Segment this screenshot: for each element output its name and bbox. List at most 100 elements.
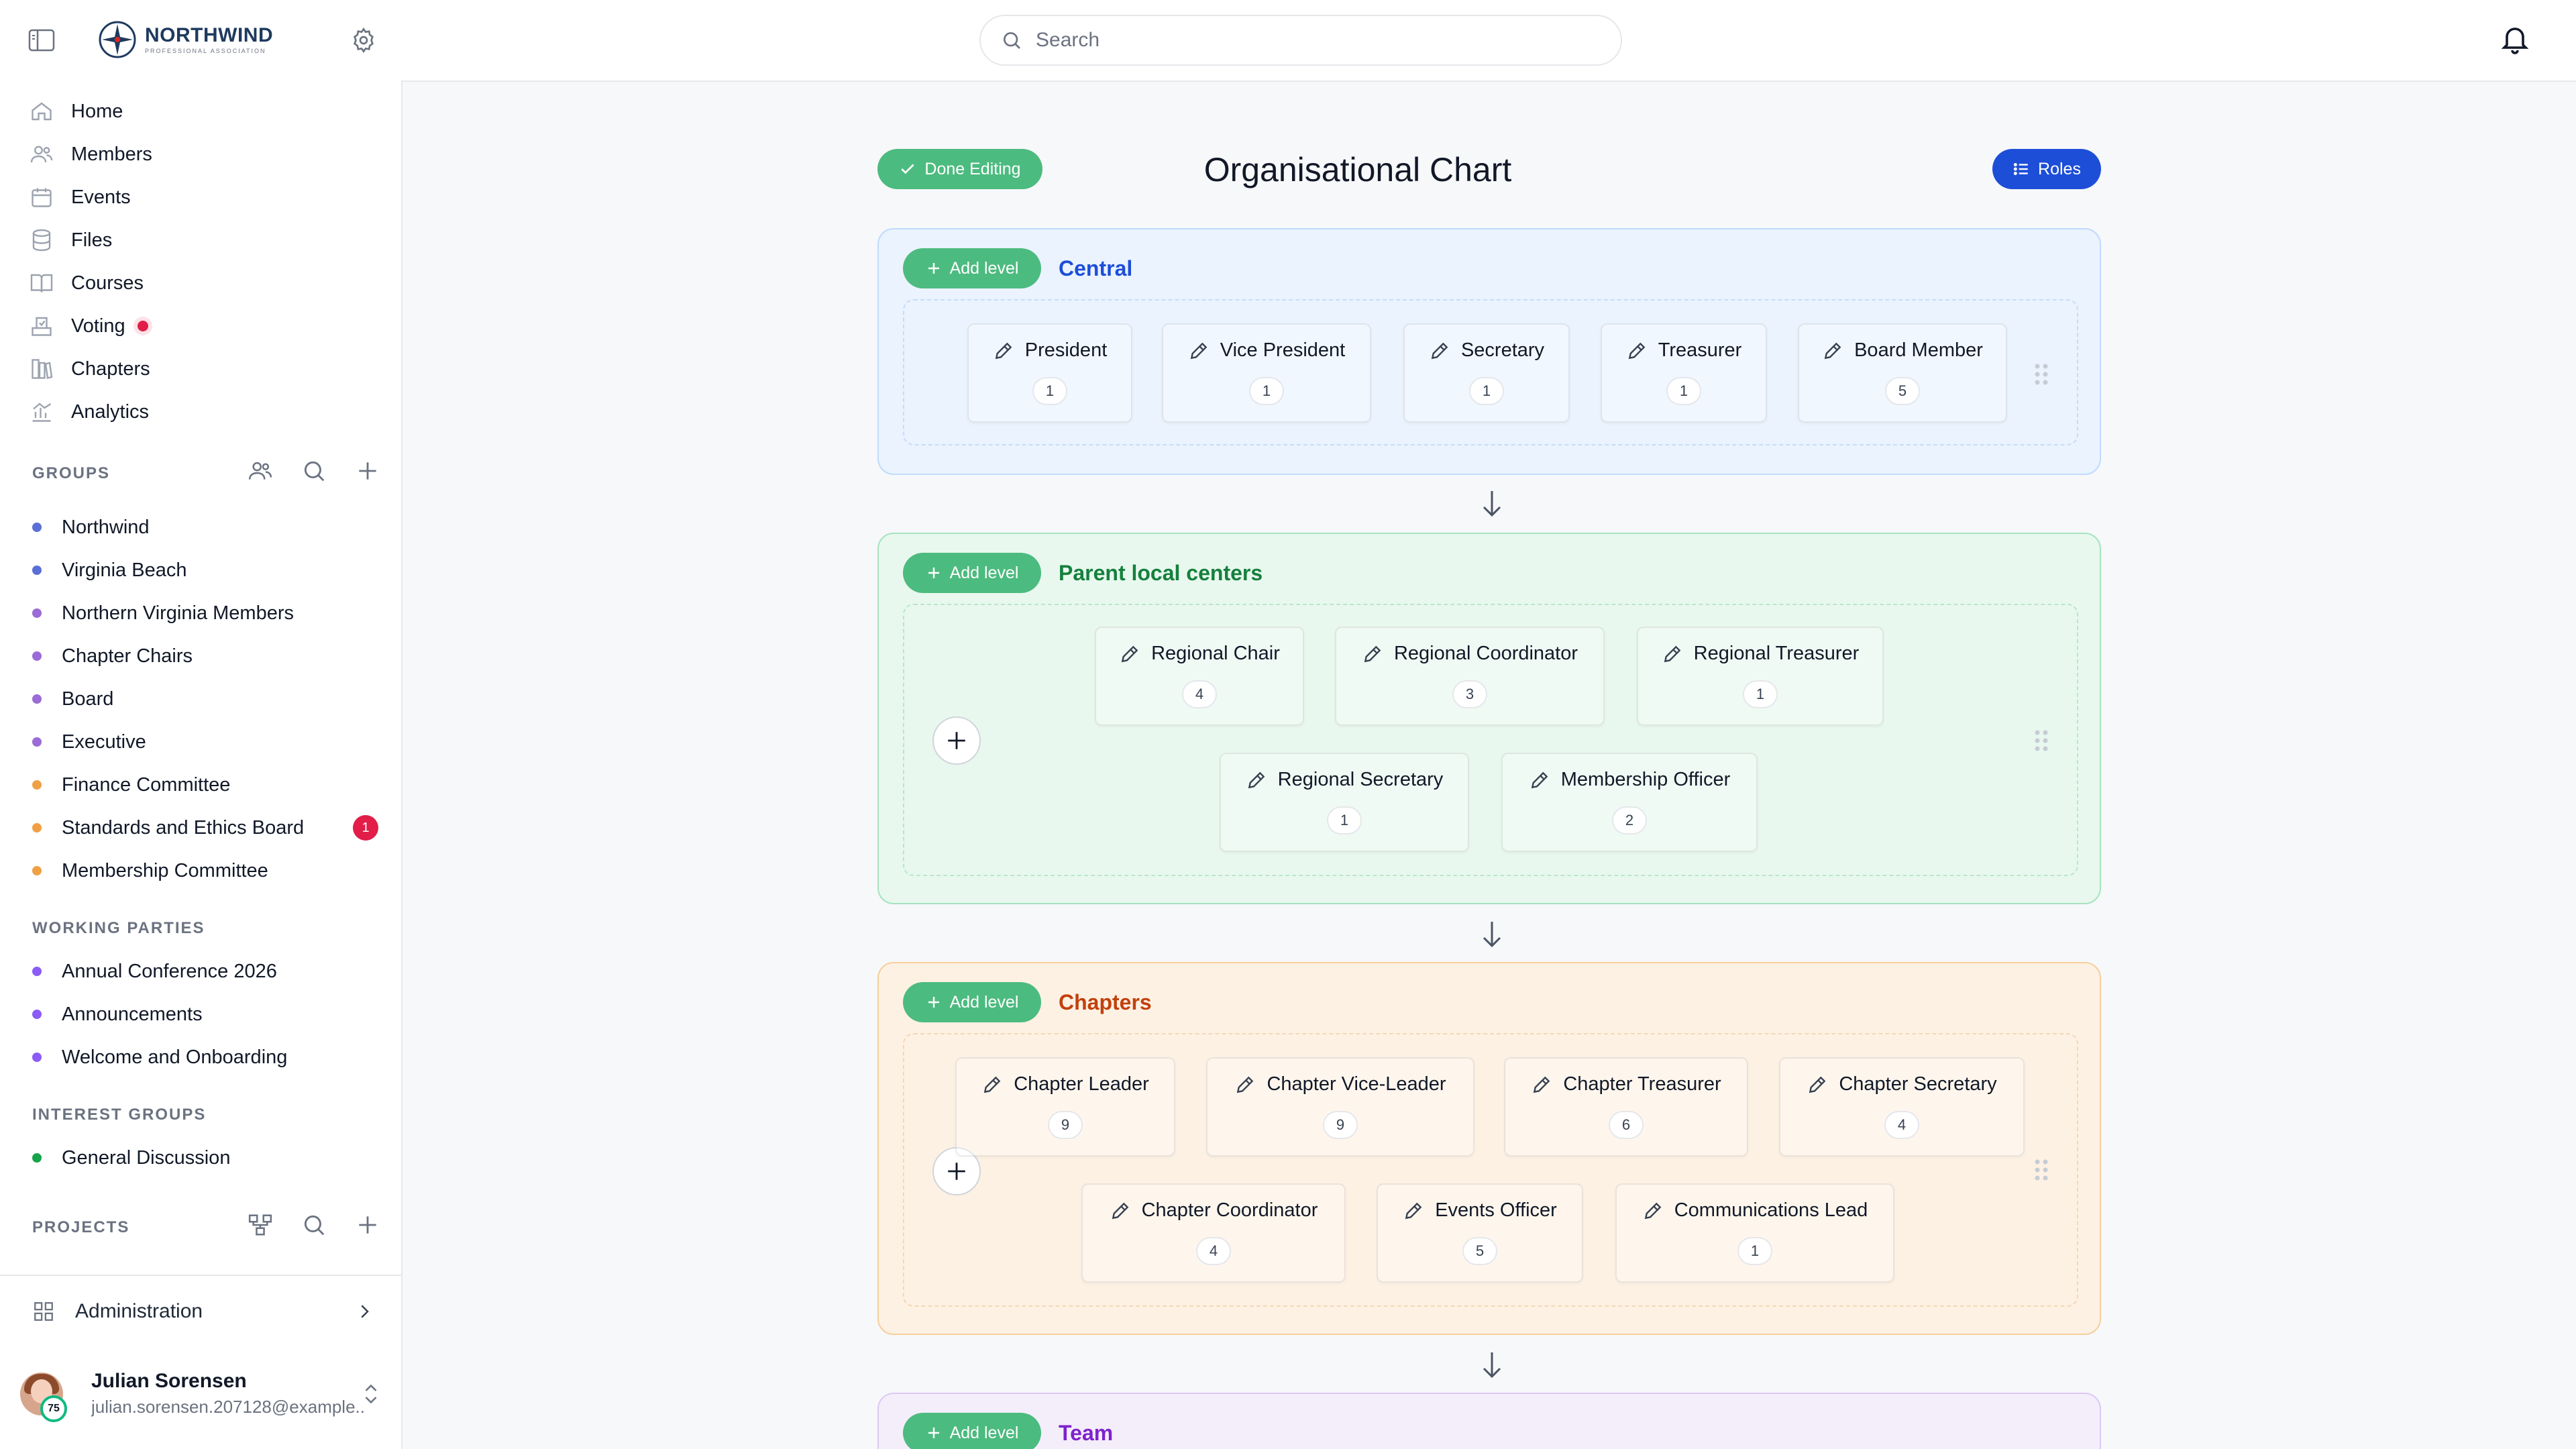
nav-item-members[interactable]: Members bbox=[30, 133, 152, 176]
nav-item-courses[interactable]: Courses bbox=[30, 262, 152, 305]
sidebar: Home Members Events Files Courses Voting… bbox=[0, 80, 402, 1449]
pencil-icon[interactable] bbox=[1626, 340, 1648, 362]
pencil-icon[interactable] bbox=[1119, 643, 1140, 665]
working-party-item[interactable]: Welcome and Onboarding bbox=[32, 1036, 378, 1079]
interest-group-item[interactable]: General Discussion bbox=[32, 1136, 378, 1179]
nav-item-chapters[interactable]: Chapters bbox=[30, 347, 152, 390]
group-item[interactable]: Northern Virginia Members bbox=[32, 592, 378, 635]
pencil-icon[interactable] bbox=[1822, 340, 1843, 362]
drag-handle-icon[interactable] bbox=[2031, 727, 2051, 754]
working-party-item[interactable]: Annual Conference 2026 bbox=[32, 950, 378, 993]
group-item[interactable]: Finance Committee bbox=[32, 763, 378, 806]
pencil-icon[interactable] bbox=[1234, 1074, 1256, 1095]
role-member-count: 9 bbox=[1323, 1111, 1358, 1139]
add-level-button[interactable]: Add level bbox=[903, 982, 1041, 1022]
group-label: Annual Conference 2026 bbox=[62, 960, 277, 982]
add-level-button[interactable]: Add level bbox=[903, 553, 1041, 593]
project-tree-icon[interactable] bbox=[247, 1212, 274, 1238]
role-member-count: 1 bbox=[1327, 806, 1362, 835]
add-level-button[interactable]: Add level bbox=[903, 1413, 1041, 1449]
nav-item-files[interactable]: Files bbox=[30, 219, 152, 262]
done-editing-button[interactable]: Done Editing bbox=[877, 149, 1042, 189]
group-item[interactable]: Membership Committee bbox=[32, 849, 378, 892]
brand-logo[interactable]: NORTHWIND PROFESSIONAL ASSOCIATION bbox=[98, 20, 273, 59]
nav-item-events[interactable]: Events bbox=[30, 176, 152, 219]
administration-link[interactable]: Administration bbox=[32, 1300, 374, 1323]
add-role-button[interactable] bbox=[932, 716, 981, 765]
groups-title: GROUPS bbox=[32, 464, 111, 482]
pencil-icon[interactable] bbox=[1529, 769, 1550, 791]
role-member-count: 4 bbox=[1884, 1111, 1919, 1139]
pencil-icon[interactable] bbox=[1110, 1200, 1131, 1222]
sidebar-toggle-icon[interactable] bbox=[27, 25, 56, 55]
roles-button[interactable]: Roles bbox=[1992, 149, 2101, 189]
chevron-right-icon bbox=[361, 1305, 369, 1318]
pencil-icon[interactable] bbox=[993, 340, 1014, 362]
pencil-icon[interactable] bbox=[1403, 1200, 1424, 1222]
group-item[interactable]: Board bbox=[32, 678, 378, 720]
voting-alert-dot bbox=[137, 321, 148, 331]
settings-gear-icon[interactable] bbox=[347, 24, 380, 56]
administration-label: Administration bbox=[75, 1300, 203, 1322]
role-card[interactable]: Vice President 1 bbox=[1162, 323, 1371, 423]
group-add-icon[interactable] bbox=[354, 458, 381, 484]
pencil-icon[interactable] bbox=[1362, 643, 1383, 665]
group-item[interactable]: Executive bbox=[32, 720, 378, 763]
nav-item-voting[interactable]: Voting bbox=[30, 305, 152, 347]
notifications-bell-icon[interactable] bbox=[2496, 20, 2534, 59]
search-icon bbox=[1004, 32, 1020, 49]
search-input[interactable] bbox=[1036, 29, 1586, 52]
drag-handle-icon[interactable] bbox=[2031, 361, 2051, 388]
pencil-icon[interactable] bbox=[1662, 643, 1683, 665]
level-badge: 75 bbox=[40, 1395, 67, 1422]
roles-label: Roles bbox=[2038, 159, 2081, 178]
role-card[interactable]: Events Officer 5 bbox=[1377, 1183, 1583, 1283]
group-item[interactable]: Northwind bbox=[32, 506, 378, 549]
role-card[interactable]: Chapter Vice-Leader 9 bbox=[1206, 1057, 1474, 1157]
role-card[interactable]: Treasurer 1 bbox=[1601, 323, 1767, 423]
nav-item-analytics[interactable]: Analytics bbox=[30, 390, 152, 433]
role-title: Chapter Coordinator bbox=[1141, 1199, 1318, 1221]
role-card[interactable]: Regional Coordinator 3 bbox=[1335, 627, 1605, 726]
role-card[interactable]: Regional Chair 4 bbox=[1095, 627, 1304, 726]
add-level-button[interactable]: Add level bbox=[903, 248, 1041, 288]
pencil-icon[interactable] bbox=[981, 1074, 1003, 1095]
pencil-icon[interactable] bbox=[1246, 769, 1267, 791]
role-title: Regional Chair bbox=[1151, 643, 1280, 664]
role-card[interactable]: Chapter Treasurer 6 bbox=[1504, 1057, 1748, 1157]
pencil-icon[interactable] bbox=[1531, 1074, 1552, 1095]
level-chapters: Add level Chapters Chapter Leader 9 Chap… bbox=[877, 962, 2101, 1335]
role-card[interactable]: Chapter Leader 9 bbox=[955, 1057, 1175, 1157]
role-card[interactable]: Communications Lead 1 bbox=[1615, 1183, 1894, 1283]
role-card[interactable]: Regional Secretary 1 bbox=[1220, 753, 1469, 852]
group-item[interactable]: Virginia Beach bbox=[32, 549, 378, 592]
role-member-count: 9 bbox=[1048, 1111, 1083, 1139]
drag-handle-icon[interactable] bbox=[2031, 1157, 2051, 1183]
pencil-icon[interactable] bbox=[1807, 1074, 1828, 1095]
working-party-item[interactable]: Announcements bbox=[32, 993, 378, 1036]
project-add-icon[interactable] bbox=[354, 1212, 381, 1238]
user-profile[interactable]: 75 Julian Sorensen julian.sorensen.20712… bbox=[20, 1370, 382, 1422]
add-role-button[interactable] bbox=[932, 1147, 981, 1195]
pencil-icon[interactable] bbox=[1429, 340, 1450, 362]
nav-item-home[interactable]: Home bbox=[30, 90, 152, 133]
role-title: Vice President bbox=[1220, 339, 1346, 361]
search-bar[interactable] bbox=[979, 15, 1622, 66]
group-item[interactable]: Chapter Chairs bbox=[32, 635, 378, 678]
role-card[interactable]: Secretary 1 bbox=[1403, 323, 1570, 423]
pencil-icon[interactable] bbox=[1642, 1200, 1664, 1222]
analytics-icon bbox=[32, 402, 52, 422]
role-card[interactable]: Board Member 5 bbox=[1798, 323, 2007, 423]
role-card[interactable]: President 1 bbox=[967, 323, 1132, 423]
role-card[interactable]: Chapter Secretary 4 bbox=[1779, 1057, 2025, 1157]
role-card[interactable]: Membership Officer 2 bbox=[1501, 753, 1758, 852]
group-search-icon[interactable] bbox=[301, 458, 327, 484]
project-search-icon[interactable] bbox=[301, 1212, 327, 1238]
level-roles-area: Chapter Leader 9 Chapter Vice-Leader 9 C… bbox=[903, 1033, 2078, 1307]
group-label: Membership Committee bbox=[62, 859, 268, 881]
role-card[interactable]: Regional Treasurer 1 bbox=[1637, 627, 1884, 726]
pencil-icon[interactable] bbox=[1188, 340, 1210, 362]
role-card[interactable]: Chapter Coordinator 4 bbox=[1081, 1183, 1346, 1283]
group-members-icon[interactable] bbox=[247, 458, 274, 484]
